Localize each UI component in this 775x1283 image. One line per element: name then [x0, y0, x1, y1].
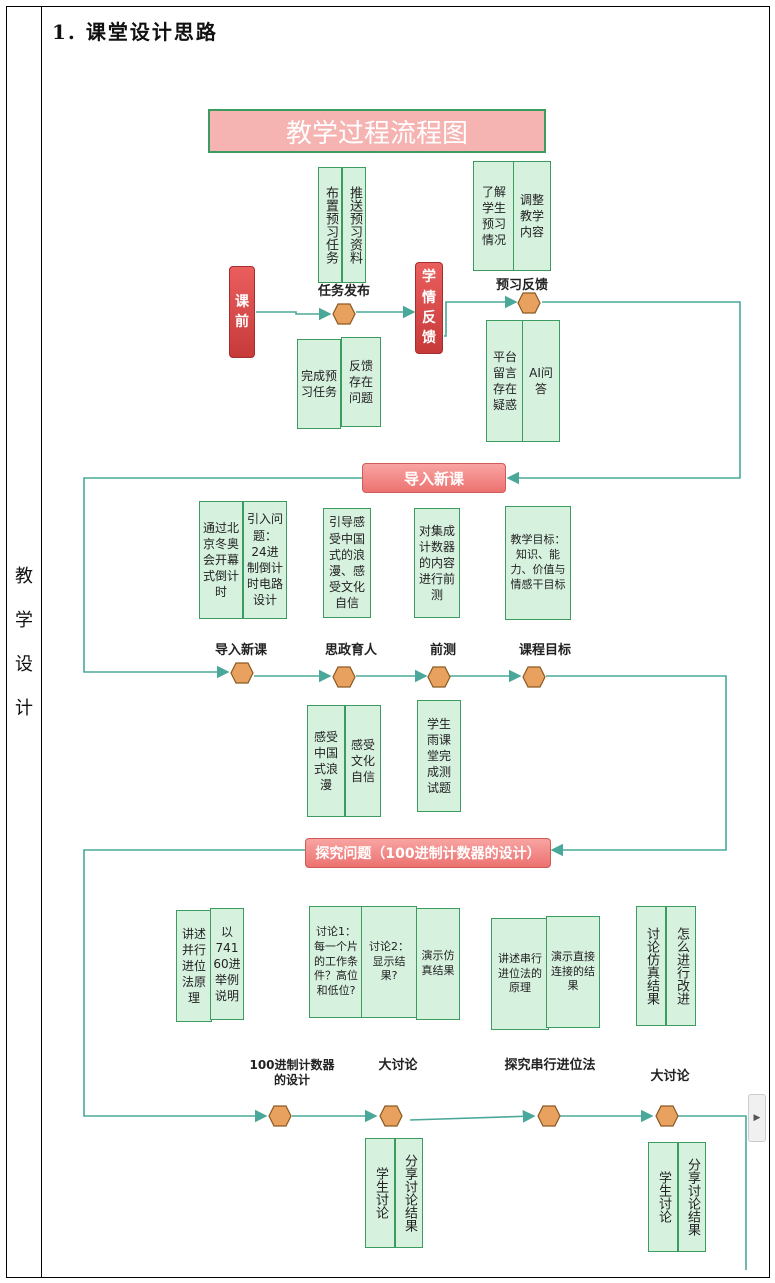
side-label-char: 计 — [15, 698, 33, 719]
share-results-box: 分享讨论结果 — [678, 1142, 706, 1252]
preview-feedback-label: 预习反馈 — [495, 278, 548, 293]
how-to-improve-box: 怎么进行改进 — [666, 906, 696, 1026]
discussion2-box: 讨论2： 显示结 果? — [361, 906, 417, 1018]
hexagon-node-100-counter — [268, 1105, 292, 1127]
hexagon-node-pretest — [427, 666, 451, 688]
intro-bar: 导入新课 — [362, 463, 506, 493]
pretest-box: 对集成 计数器 的内容 进行前 测 — [414, 508, 460, 618]
task-release-label: 任务发布 — [317, 284, 370, 299]
side-label-char: 学 — [15, 610, 33, 631]
learning-feedback-label: 学 情 反 馈 — [415, 262, 443, 354]
node-label-intro: 导入新课 — [214, 643, 267, 658]
push-preview-material-box: 推送预习资料 — [342, 167, 366, 283]
demo-simulation-box: 演示仿 真结果 — [416, 908, 460, 1020]
section-heading: 1. 课堂设计思路 — [52, 20, 218, 44]
flow-title: 教学过程流程图 — [208, 109, 546, 153]
guide-romance-box: 引导感 受中国 式的浪 漫、感 受文化 自信 — [323, 508, 371, 618]
node-label-100-counter: 100进制计数器 的设计 — [249, 1058, 335, 1087]
ai-qa-box: AI问 答 — [522, 320, 560, 442]
student-discussion-box: 学生讨论 — [648, 1142, 678, 1252]
serial-carry-box: 讲述串行 进位法的 原理 — [491, 918, 549, 1030]
discuss-simulation-box: 讨论仿真结果 — [636, 906, 666, 1026]
column-divider — [41, 6, 42, 1278]
demo-direct-connection-box: 演示直接 连接的结 果 — [546, 916, 600, 1028]
parallel-carry-box: 讲述 并行 进位 法原 理 — [176, 910, 212, 1022]
hexagon-node-preview-feedback — [517, 292, 541, 314]
scroll-right-handle[interactable]: ▶ — [748, 1094, 766, 1142]
node-label-serial-carry: 探究串行进位法 — [504, 1058, 596, 1073]
hexagon-node-big-discussion-2 — [655, 1105, 679, 1127]
understand-preview-box: 了解 学生 预习 情况 — [473, 161, 515, 271]
table-frame — [6, 6, 770, 1278]
node-label-ideology: 思政育人 — [324, 643, 377, 658]
hexagon-node-serial-carry — [537, 1105, 561, 1127]
hexagon-node-goals — [522, 666, 546, 688]
example-74160-box: 以 741 60进 举例 说明 — [210, 908, 244, 1020]
side-label-char: 设 — [15, 654, 33, 675]
complete-preview-box: 完成预习任务 — [297, 339, 341, 429]
assign-preview-task-box: 布置预习任务 — [318, 167, 342, 283]
side-label: 教 学 设 计 — [8, 562, 40, 738]
adjust-content-box: 调整 教学 内容 — [513, 161, 551, 271]
pre-class-label: 课 前 — [229, 266, 255, 358]
explore-bar: 探究问题（100进制计数器的设计） — [305, 838, 551, 868]
discussion1-box: 讨论1： 每一个片 的工作条 件？高位 和低位? — [309, 906, 363, 1018]
feel-romance-box: 感受 中国 式浪 漫 — [307, 705, 345, 817]
teaching-goals-box: 教学目标： 知识、能 力、价值与 情感干目标 — [505, 506, 571, 620]
rain-class-test-box: 学生 雨课 堂完 成测 试题 — [417, 700, 461, 812]
share-results-box: 分享讨论结果 — [395, 1138, 423, 1248]
hexagon-node-big-discussion-1 — [379, 1105, 403, 1127]
node-label-big-discussion-1: 大讨论 — [378, 1058, 418, 1073]
feel-culture-box: 感受 文化 自信 — [345, 705, 381, 817]
student-discussion-box: 学生讨论 — [365, 1138, 395, 1248]
feedback-issues-box: 反馈存在问题 — [341, 337, 381, 427]
platform-question-box: 平台 留言 存在 疑惑 — [486, 320, 524, 442]
node-label-goals: 课程目标 — [518, 643, 571, 658]
side-label-char: 教 — [15, 566, 33, 587]
node-label-pretest: 前测 — [429, 643, 456, 658]
hexagon-node-task-release — [332, 303, 356, 325]
node-label-big-discussion-2: 大讨论 — [650, 1069, 690, 1084]
olympics-box: 通过北 京冬奥 会开幕 式倒计 时 — [199, 501, 243, 619]
hexagon-node-ideology — [332, 666, 356, 688]
hexagon-node-intro — [230, 662, 254, 684]
intro-question-box: 引入问 题： 24进 制倒计 时电路 设计 — [243, 501, 287, 619]
